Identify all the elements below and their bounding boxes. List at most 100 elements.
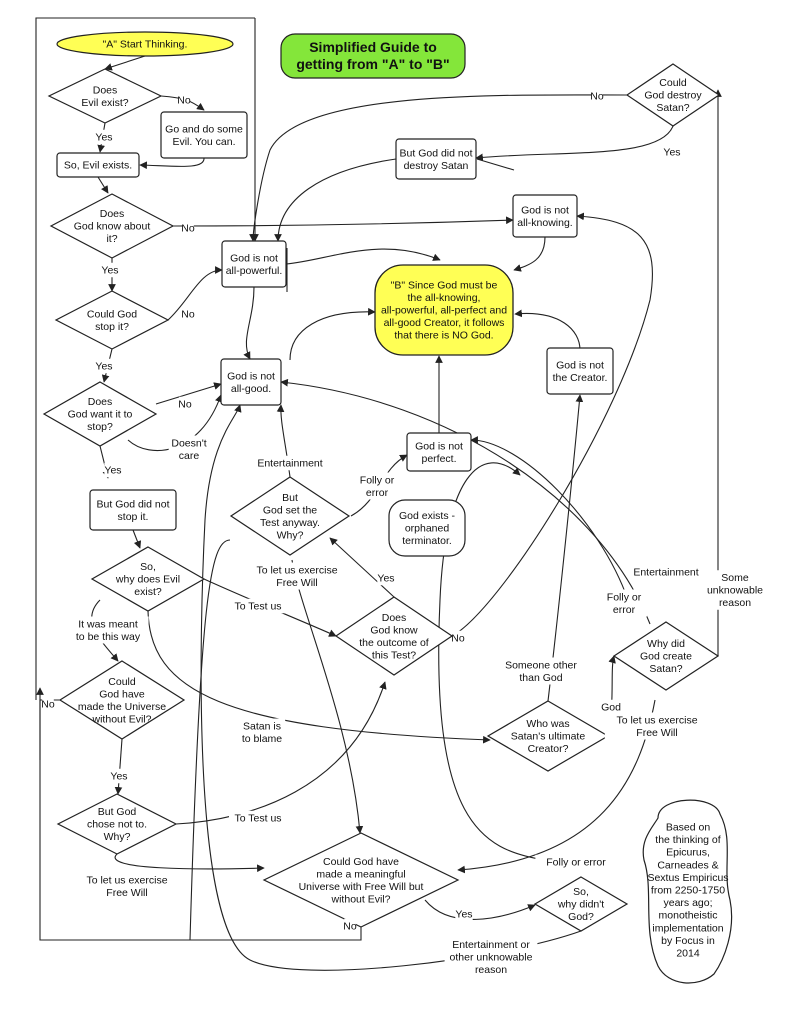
edge-label-satan-blame-line: Satan is: [243, 720, 281, 732]
connector-line: [243, 286, 255, 360]
node-go-do-evil-text-line: Go and do some: [165, 123, 243, 135]
edge-label-no-left-line: No: [41, 699, 55, 711]
connector-line: [97, 176, 109, 194]
node-not-perfect-text-line: God is not: [415, 440, 463, 452]
node-satan-creator-shape: [486, 700, 610, 772]
node-could-made-text-line: made the Universe: [78, 701, 166, 713]
node-credit-text-line: Epicurus,: [666, 847, 710, 859]
node-not-knowing-shape: [512, 194, 578, 238]
node-go-do-evil-text-line: Evil. You can.: [172, 136, 235, 148]
edge-label-bg: [67, 616, 149, 644]
node-why-evil-text-line: why does Evil: [115, 574, 180, 586]
node-did-not-destroy-text-line: destroy Satan: [404, 160, 469, 172]
edge-label-doesnt-care-line: Doesn't: [171, 437, 206, 449]
edge-label-to-test1-line: To Test us: [234, 601, 281, 613]
edge-label-meant-line: to be this way: [76, 631, 141, 643]
node-does-evil-exist-shape: [47, 68, 163, 124]
title-box-shape: [280, 33, 466, 79]
edge-label-bg: [604, 712, 710, 740]
node-could-destroy-text-line: God destroy: [644, 90, 702, 102]
edge-label-yes1-line: Yes: [95, 132, 112, 144]
node-why-evil-text-line: exist?: [134, 586, 162, 598]
edge-label-yes1: Yes: [95, 132, 112, 144]
edge-label-bg: [663, 144, 681, 160]
edge-label-free-will1-line: To let us exercise: [86, 874, 167, 886]
node-know-outcome-text-line: this Test?: [372, 649, 416, 661]
edge-label-bg: [95, 358, 113, 374]
edge-label-free-will1-line: Free Will: [106, 887, 147, 899]
node-go-do-evil-shape: [160, 111, 248, 159]
edge-label-bg: [95, 129, 113, 145]
edge-label-bg: [602, 699, 620, 715]
node-satan-creator-text-line: Satan's ultimate: [511, 731, 586, 743]
edge-label-no5: No: [451, 633, 465, 645]
edge-label-entertainment1: Entertainment: [257, 458, 322, 470]
node-orphan-shape: [388, 499, 466, 557]
edge-label-yes2: Yes: [101, 265, 118, 277]
edge-label-entertainment2-line: Entertainment: [633, 567, 698, 579]
connector-line: [274, 158, 397, 242]
edge-label-god-lbl: God: [601, 702, 621, 714]
edge-label-yes6-line: Yes: [455, 909, 472, 921]
node-goal-text-line: that there is NO God.: [394, 330, 493, 342]
node-want-stop-shape: [42, 381, 158, 447]
node-goal-text-line: all-good Creator, it follows: [384, 317, 505, 329]
node-god-know-text-line: Does: [100, 208, 125, 220]
edge-label-bg: [628, 564, 704, 580]
node-goal-text-line: all-powerful, all-perfect and: [381, 305, 507, 317]
node-credit-text-line: implementation: [652, 922, 723, 934]
edge-label-bg: [344, 918, 356, 934]
node-not-creator-text-line: the Creator.: [553, 372, 608, 384]
node-not-creator-text-line: God is not: [556, 359, 604, 371]
node-credit-text-line: Carneades &: [657, 859, 718, 871]
edge-label-folly1-line: Folly or: [360, 474, 395, 486]
node-could-made-text-line: Could: [108, 676, 136, 688]
edge-label-bg: [503, 657, 579, 685]
edge-label-no-top: No: [590, 91, 604, 103]
node-credit-text-line: 2014: [676, 948, 700, 960]
node-evil-exists-shape: [56, 152, 140, 178]
node-orphan-text-line: terminator.: [402, 535, 452, 547]
edge-label-yes3-line: Yes: [95, 361, 112, 373]
edge-label-no2: No: [181, 223, 195, 235]
edge-label-ent-other-line: Entertainment or: [452, 939, 530, 951]
connectors: [35, 17, 722, 971]
node-did-not-stop-text-line: But God did not: [97, 498, 170, 510]
edge-label-no-left: No: [41, 699, 55, 711]
connector-line: [291, 559, 364, 834]
node-want-stop-text-line: God want it to: [68, 409, 133, 421]
node-not-powerful-shape: [221, 240, 287, 288]
edge-label-bg: [238, 718, 286, 746]
edge-label-ent-other-line: reason: [475, 964, 507, 976]
node-start-text-line: "A" Start Thinking.: [103, 39, 188, 51]
edge-label-yes5-line: Yes: [110, 771, 127, 783]
node-set-test-text-line: Why?: [277, 529, 304, 541]
edge-label-no1: No: [177, 95, 191, 107]
connector-line: [139, 157, 205, 170]
node-credit-text-line: years ago;: [663, 897, 712, 909]
edge-label-bg: [535, 854, 617, 870]
